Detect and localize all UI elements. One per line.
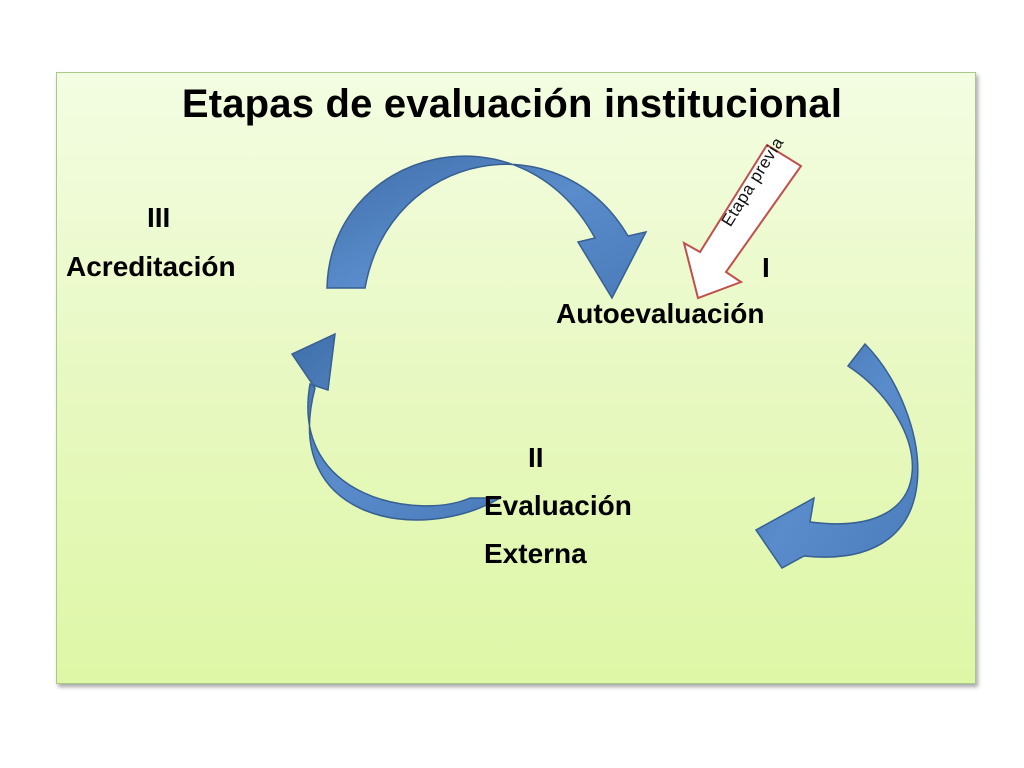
stage-2-roman: II [528,442,544,473]
stage-1-roman: I [762,252,770,283]
arrow-left-curved [290,332,503,521]
callout-arrow [682,143,803,300]
stage-2-name-line1: Evaluación [484,490,632,521]
slide-background [56,72,976,684]
stage-2-name-line2: Externa [484,538,587,569]
stage-3-name: Acreditación [66,251,236,282]
arrow-right-curved [754,342,919,569]
arrow-top-curved [326,155,648,300]
stage-1-name: Autoevaluación [556,298,765,329]
page-title: Etapas de evaluación institucional [181,82,843,126]
stage-3-roman: III [147,202,171,233]
